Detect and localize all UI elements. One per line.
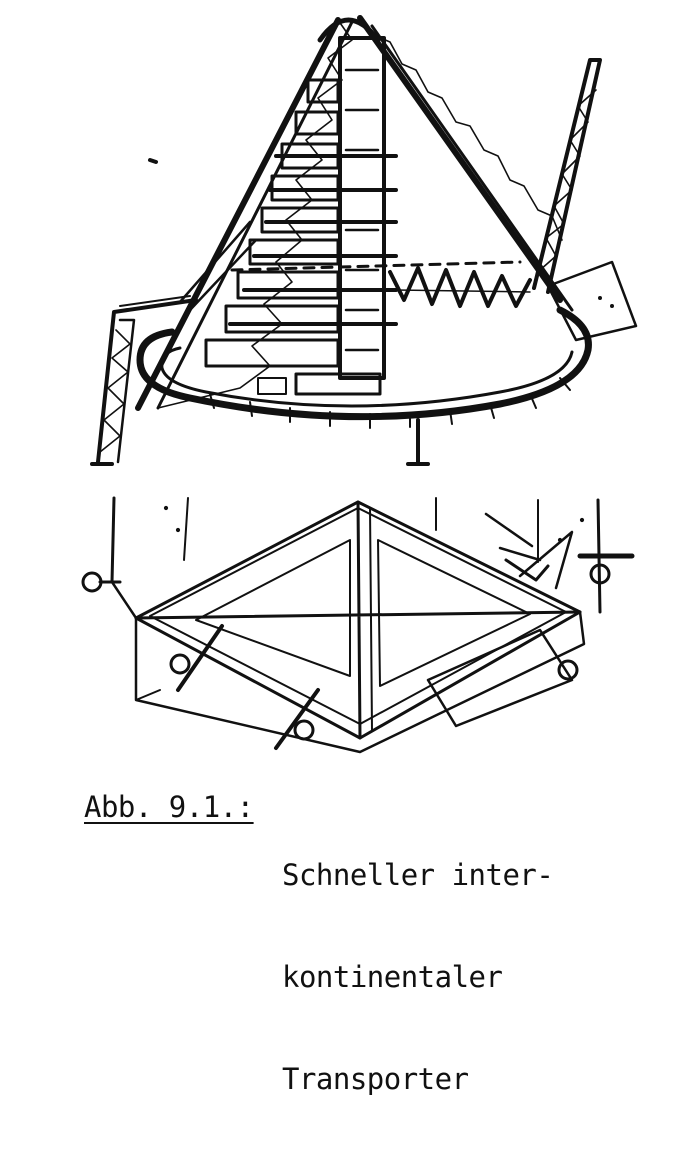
caption-line-3: Transporter: [282, 1062, 469, 1096]
figure-number: Abb. 9.1.:: [84, 790, 254, 824]
caption-line-1: Schneller inter-: [282, 858, 554, 892]
transporter-illustration: [81, 15, 638, 754]
transporter-drawing: [81, 15, 638, 754]
caption-line-2: kontinentaler: [282, 960, 503, 994]
base-platform-view: [81, 496, 635, 754]
cone-vehicle: [90, 15, 638, 466]
document-page: Abb. 9.1.: Schneller inter- kontinentale…: [81, 15, 638, 1096]
figure-title: Schneller inter- kontinentaler Transport…: [282, 790, 554, 1164]
